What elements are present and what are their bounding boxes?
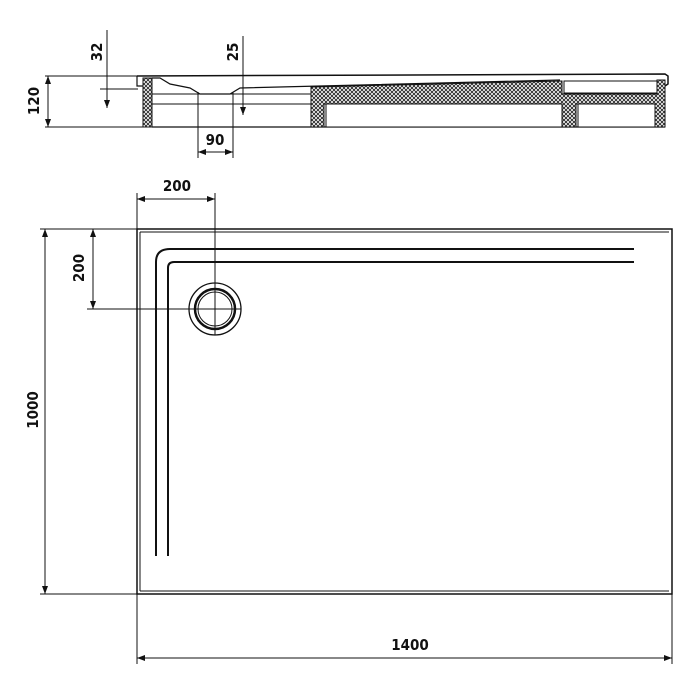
width-dimension: 1400 [391,636,429,654]
tray-outline [136,228,673,595]
drain-width-dimension: 90 [206,131,225,149]
groove-inner [167,261,634,556]
length-dimension: 1000 [24,391,42,429]
section-wall-left [142,77,153,128]
drain-offset-x-dimension: 200 [163,177,191,195]
section-view: 120 32 25 90 [25,30,669,158]
plan-view: 200 200 1000 1400 [24,177,673,664]
drain-offset-y-dimension: 200 [70,254,88,282]
height-dimension: 120 [25,87,43,115]
groove-outer [155,248,634,556]
depth-dimension: 32 [88,43,106,62]
drain-depth-dimension: 25 [224,43,242,62]
